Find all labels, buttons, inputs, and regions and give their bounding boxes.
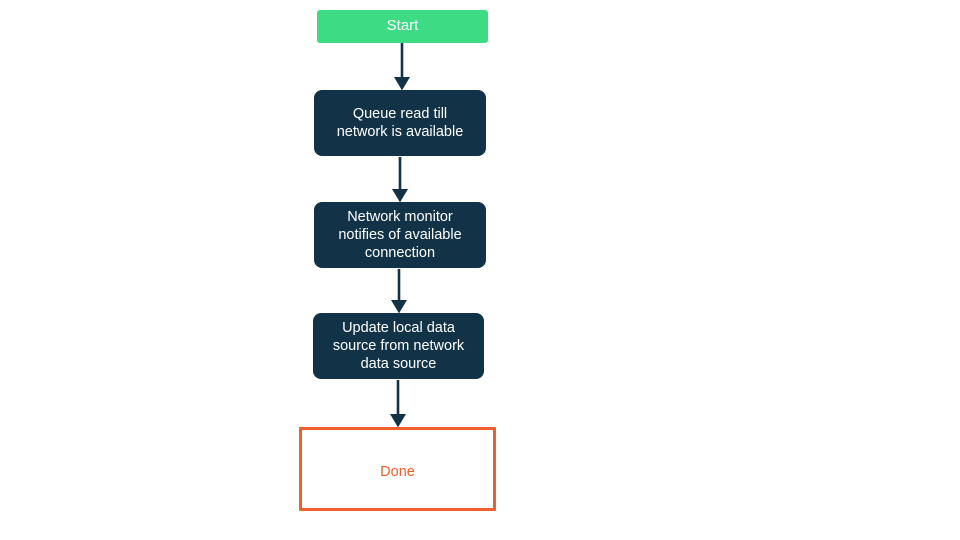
node-done-label: Done — [380, 464, 415, 480]
node-queue-read[interactable]: Queue read till network is available — [314, 90, 486, 156]
node-start-label: Start — [386, 17, 419, 35]
node-start[interactable]: Start — [317, 10, 488, 43]
node-network-monitor-label: Network monitor notifies of available co… — [338, 208, 462, 262]
node-done[interactable]: Done — [299, 427, 496, 511]
node-queue-read-label: Queue read till network is available — [336, 105, 464, 140]
node-update-local-data-source[interactable]: Update local data source from network da… — [313, 313, 484, 379]
node-network-monitor[interactable]: Network monitor notifies of available co… — [314, 202, 486, 268]
node-update-local-data-source-label: Update local data source from network da… — [332, 319, 465, 373]
